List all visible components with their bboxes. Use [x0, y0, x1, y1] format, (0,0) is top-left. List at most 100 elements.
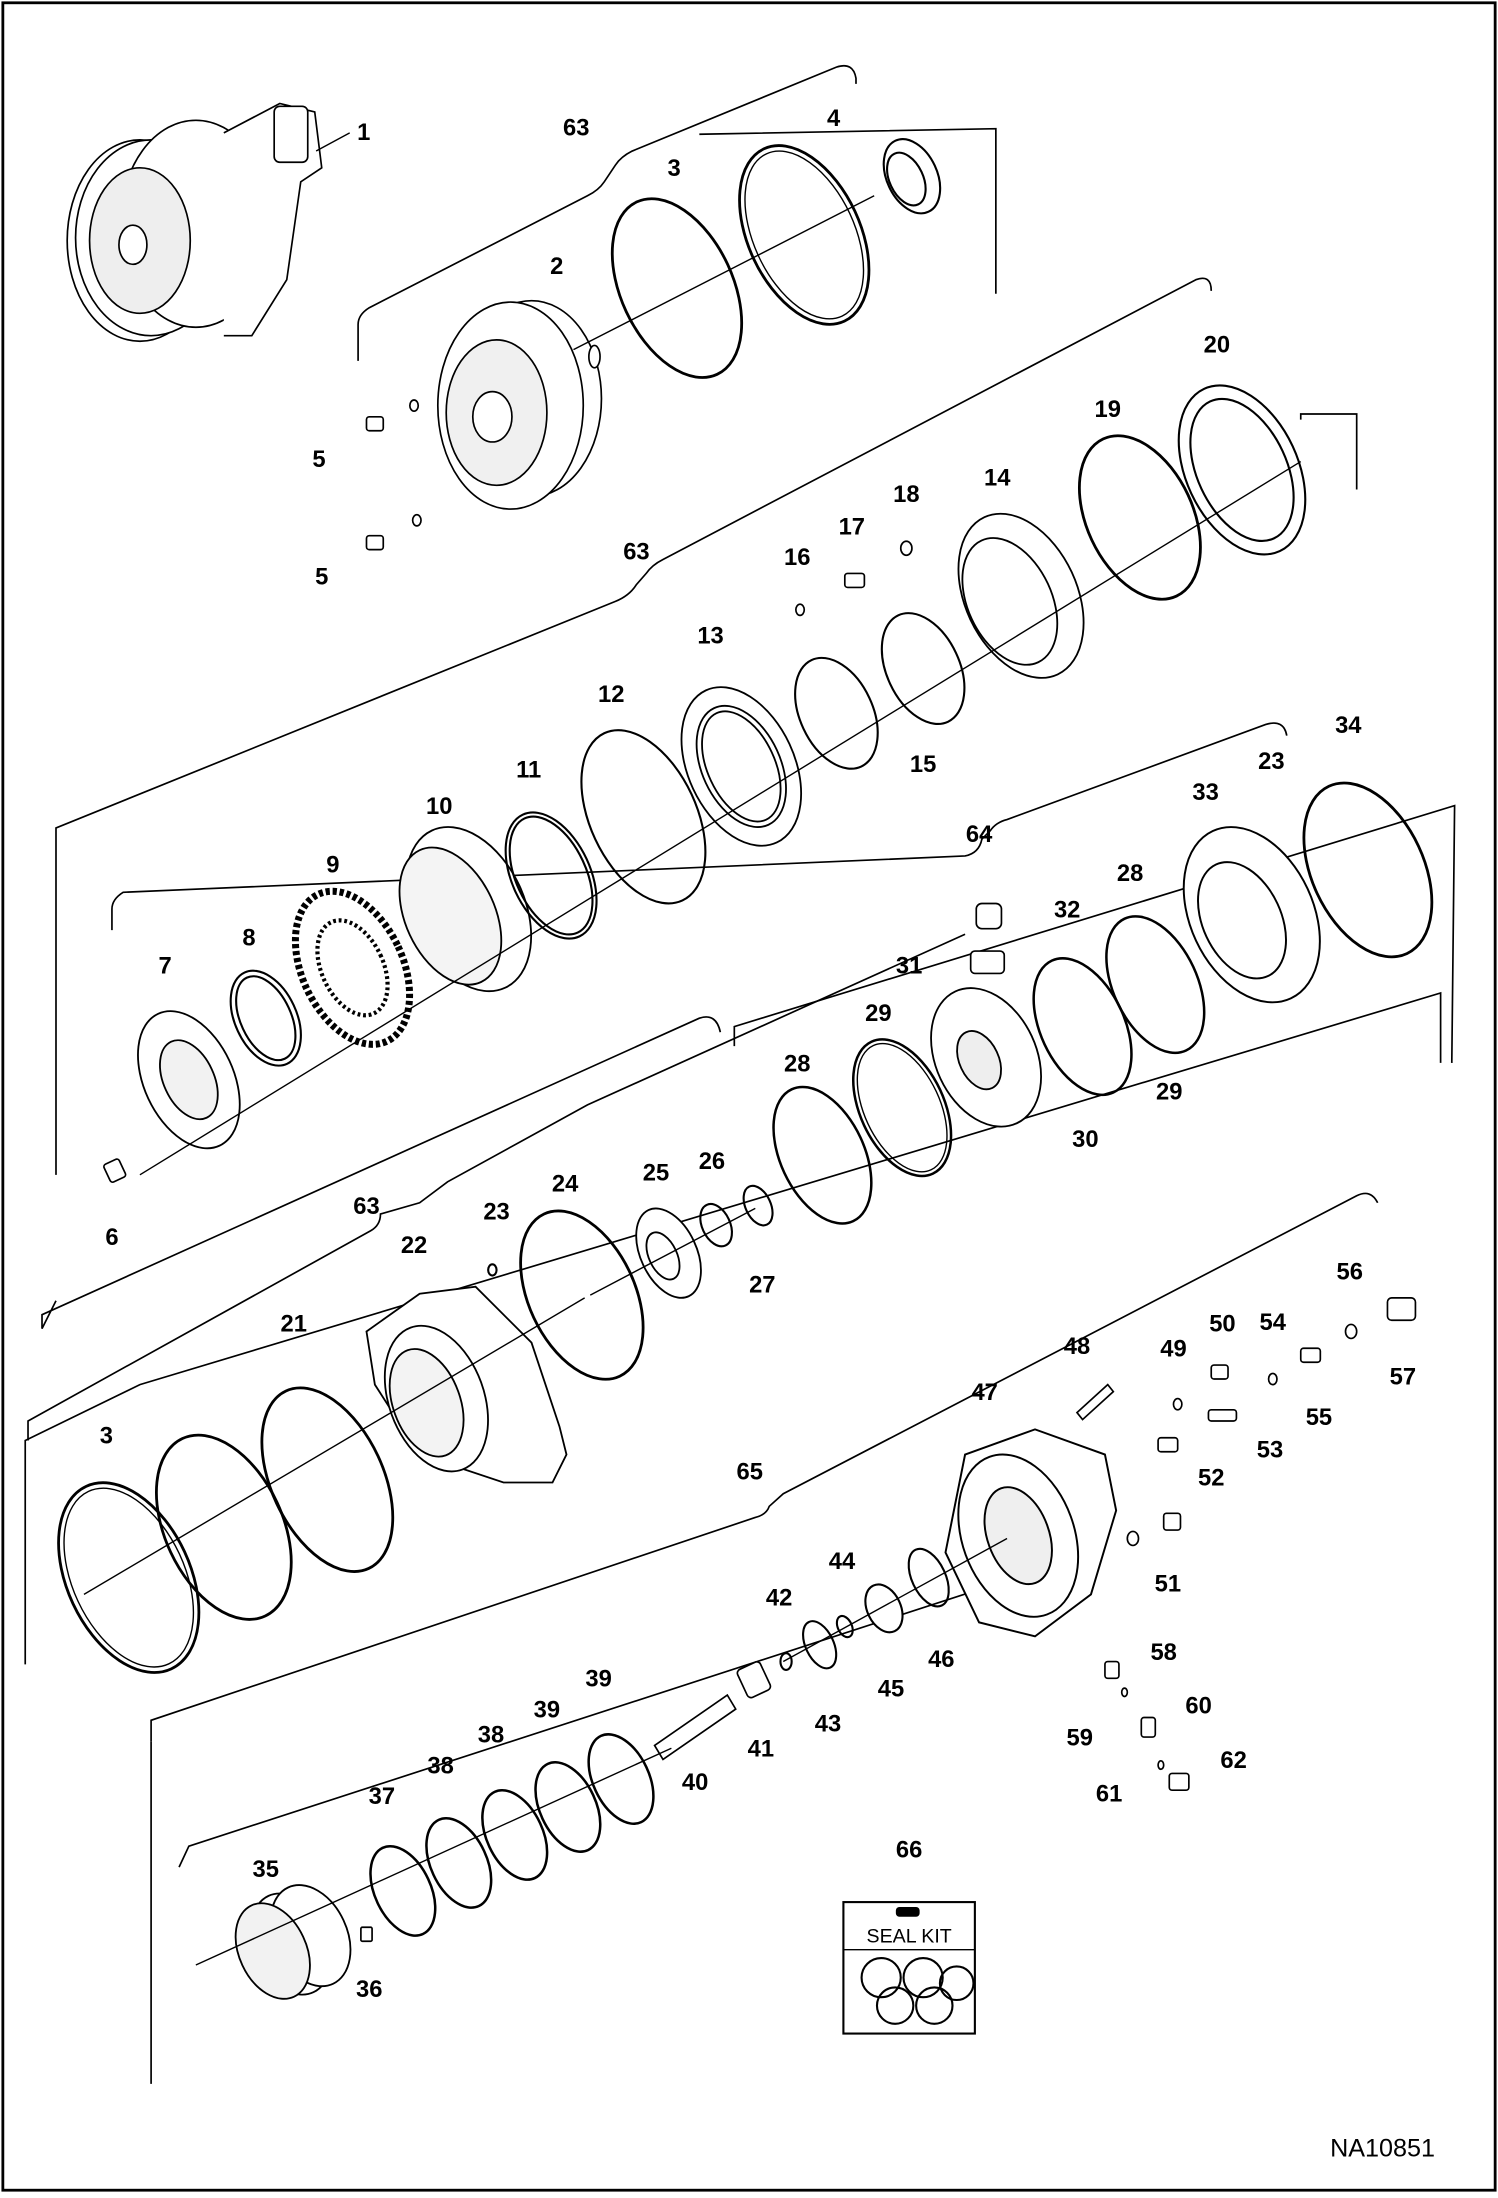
part-13-piston-plate — [680, 686, 803, 847]
callout-38: 38 — [478, 1722, 504, 1749]
callout-20: 20 — [1204, 331, 1230, 358]
leader-lines — [83, 132, 1302, 1966]
part-8-retaining-ring — [229, 969, 302, 1067]
part-20-thrust-plate — [1177, 384, 1307, 556]
callout-31: 31 — [896, 952, 922, 979]
callout-63: 63 — [563, 115, 589, 142]
callout-29: 29 — [1156, 1078, 1182, 1105]
callout-46: 46 — [928, 1646, 954, 1673]
callout-7: 7 — [158, 952, 171, 979]
part-5-plugs — [365, 399, 422, 551]
callout-15: 15 — [910, 751, 936, 778]
seal-kit-box — [842, 1901, 976, 2035]
part-19-seal-ring — [1077, 434, 1202, 601]
callout-61: 61 — [1096, 1780, 1122, 1807]
callout-48: 48 — [1064, 1333, 1090, 1360]
callout-42: 42 — [766, 1585, 792, 1612]
seal-kit-label: SEAL KIT — [867, 1926, 952, 1948]
part-58-62-fittings — [1104, 1660, 1190, 1792]
callout-29: 29 — [865, 1000, 891, 1027]
callout-37: 37 — [369, 1783, 395, 1810]
part-1-motor-assembly — [66, 102, 323, 343]
part-37-38-39-rings — [369, 1733, 655, 1937]
part-23-24-seal — [487, 1209, 645, 1381]
callout-41: 41 — [748, 1736, 774, 1763]
callout-43: 43 — [815, 1710, 841, 1737]
callout-63: 63 — [623, 538, 649, 565]
part-33-stator — [1182, 826, 1321, 1004]
callout-13: 13 — [697, 622, 723, 649]
callout-58: 58 — [1150, 1639, 1176, 1666]
part-35-piston-block — [234, 1884, 352, 2000]
callout-53: 53 — [1257, 1436, 1283, 1463]
callout-21: 21 — [281, 1310, 307, 1337]
callout-3: 3 — [100, 1422, 113, 1449]
part-28-29-seals-upper — [1032, 915, 1206, 1097]
part-2-motor-cover — [436, 299, 603, 510]
callout-3: 3 — [668, 155, 681, 182]
part-15-spring-rings — [794, 612, 966, 770]
callout-17: 17 — [839, 513, 865, 540]
callout-50: 50 — [1209, 1310, 1235, 1337]
callout-28: 28 — [1117, 860, 1143, 887]
callout-16: 16 — [784, 544, 810, 571]
callout-59: 59 — [1067, 1724, 1093, 1751]
callout-38: 38 — [427, 1752, 453, 1779]
part-41-spring — [736, 1660, 772, 1699]
callout-10: 10 — [426, 793, 452, 820]
part-11-backup-ring — [504, 811, 598, 940]
callout-6: 6 — [105, 1224, 118, 1251]
part-4-shaft-seal — [882, 138, 942, 215]
callout-39: 39 — [585, 1666, 611, 1693]
callout-30: 30 — [1072, 1126, 1098, 1153]
part-3-o-rings-upper — [610, 144, 871, 379]
callout-28: 28 — [784, 1050, 810, 1077]
drawing-number: NA10851 — [1330, 2135, 1435, 2163]
callout-54: 54 — [1260, 1309, 1287, 1336]
part-30-rotor — [930, 987, 1042, 1128]
callout-55: 55 — [1306, 1404, 1332, 1431]
callout-66: 66 — [896, 1836, 922, 1863]
callout-36: 36 — [356, 1976, 382, 2003]
callout-26: 26 — [699, 1148, 725, 1175]
part-25-bearing — [635, 1207, 702, 1299]
callout-27: 27 — [749, 1271, 775, 1298]
callout-1: 1 — [357, 119, 370, 146]
callout-32: 32 — [1054, 896, 1080, 923]
callout-51: 51 — [1155, 1571, 1181, 1598]
callout-64: 64 — [966, 821, 993, 848]
callout-33: 33 — [1192, 779, 1218, 806]
part-28-29-seals — [772, 1038, 953, 1225]
part-3-o-rings-lower — [57, 1433, 293, 1674]
callout-63: 63 — [353, 1193, 379, 1220]
callout-24: 24 — [552, 1171, 579, 1198]
callout-56: 56 — [1336, 1259, 1362, 1286]
callout-47: 47 — [971, 1379, 997, 1406]
callout-5: 5 — [312, 446, 325, 473]
callout-45: 45 — [878, 1675, 904, 1702]
part-12-seal-ring — [580, 729, 707, 905]
part-42-46-small-parts — [779, 1547, 950, 1671]
callout-8: 8 — [242, 924, 255, 951]
callout-49: 49 — [1160, 1336, 1186, 1363]
part-26-27-rings — [699, 1184, 774, 1248]
part-34-seal — [1302, 781, 1434, 959]
part-9-friction-disc — [291, 887, 414, 1048]
callout-62: 62 — [1220, 1747, 1246, 1774]
part-7-cover-plate — [137, 1010, 241, 1150]
callout-35: 35 — [253, 1856, 279, 1883]
part-48-57-fittings — [1075, 1297, 1417, 1547]
part-6-capscrew — [103, 1158, 127, 1183]
part-40-spool — [653, 1693, 737, 1761]
callout-9: 9 — [326, 852, 339, 879]
callout-19: 19 — [1095, 396, 1121, 423]
callout-40: 40 — [682, 1769, 708, 1796]
part-10-brake-piston — [398, 826, 533, 993]
callout-57: 57 — [1390, 1364, 1416, 1391]
part-36-plug — [360, 1926, 373, 1943]
part-47-valve-housing — [944, 1428, 1118, 1638]
callout-18: 18 — [893, 481, 919, 508]
